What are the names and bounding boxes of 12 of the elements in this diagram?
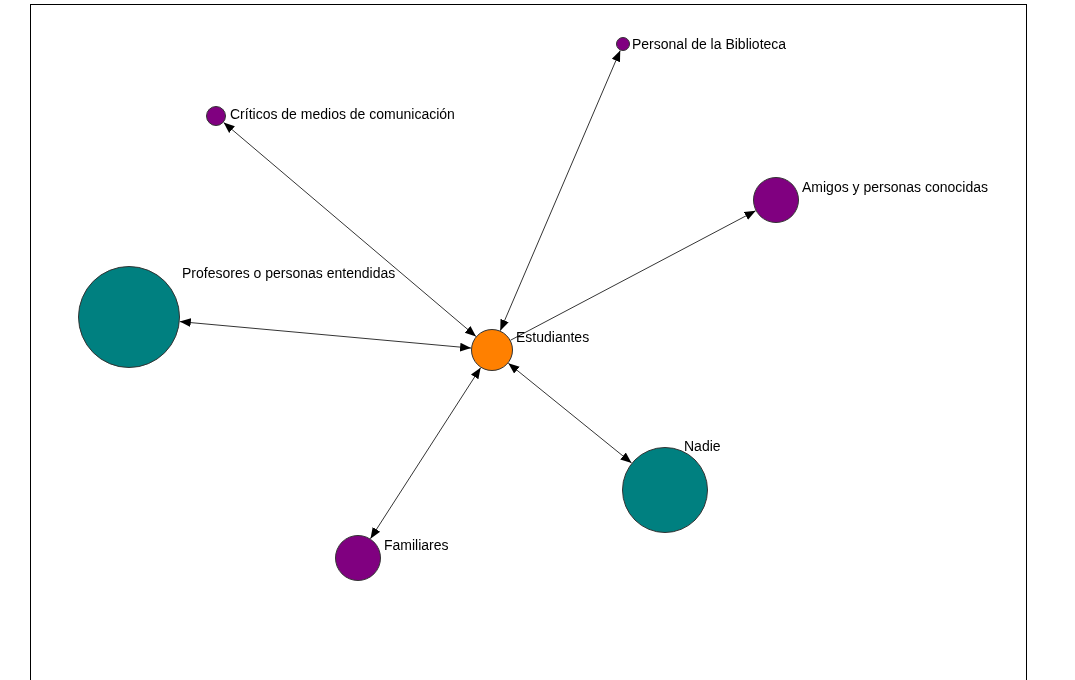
- arrow: [370, 367, 482, 540]
- node-label: Estudiantes: [516, 329, 590, 345]
- node-label: Profesores o personas entendidas: [182, 265, 396, 281]
- node-label: Amigos y personas conocidas: [802, 179, 988, 195]
- arrow: [507, 362, 632, 464]
- arrow: [499, 50, 621, 332]
- node-label: Nadie: [684, 438, 721, 454]
- node-label: Familiares: [384, 537, 449, 553]
- arrow: [179, 318, 472, 352]
- arrow: [223, 122, 477, 337]
- node-label: Críticos de medios de comunicación: [230, 106, 455, 122]
- node-label: Personal de la Biblioteca: [632, 36, 787, 52]
